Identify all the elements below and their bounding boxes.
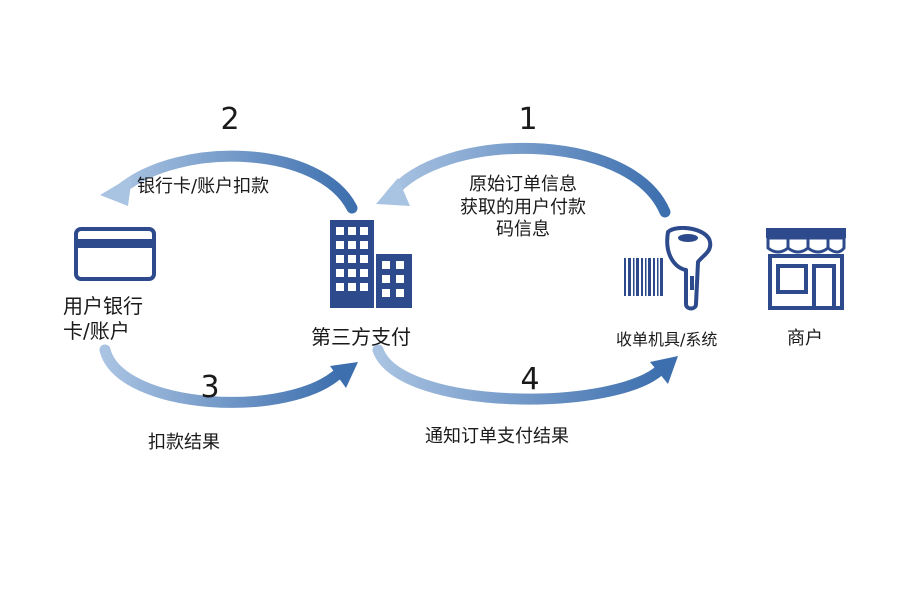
storefront-icon bbox=[766, 228, 846, 310]
step-1-text-line: 获取的用户付款 bbox=[460, 196, 586, 218]
step-2-text: 银行卡/账户扣款 bbox=[137, 176, 270, 197]
barcode-scanner-icon bbox=[665, 226, 713, 311]
third-party-payment-label: 第三方支付 bbox=[311, 325, 411, 349]
user-account-label-line: 用户银行 bbox=[63, 294, 143, 318]
step-number-3: 3 bbox=[200, 370, 220, 405]
step-1-text-line: 码信息 bbox=[496, 219, 550, 240]
barcode-icon bbox=[624, 258, 663, 296]
step-number-2: 2 bbox=[220, 102, 240, 137]
arrow-step-4 bbox=[372, 344, 678, 405]
user-account-label: 用户银行 卡/账户 bbox=[63, 294, 143, 344]
step-number-1: 1 bbox=[518, 102, 538, 137]
step-1-text: 原始订单信息 获取的用户付款 码信息 bbox=[460, 174, 586, 242]
office-building-icon bbox=[330, 220, 412, 308]
arrowhead bbox=[100, 176, 132, 206]
step-4-text: 通知订单支付结果 bbox=[425, 426, 569, 447]
merchant-label: 商户 bbox=[787, 328, 823, 349]
arrow-step-3 bbox=[99, 344, 358, 408]
step-number-4: 4 bbox=[520, 362, 540, 397]
arrowhead bbox=[650, 356, 678, 384]
user-account-label-line: 卡/账户 bbox=[63, 319, 130, 343]
arrow-step-2 bbox=[100, 150, 358, 214]
arrowhead bbox=[330, 362, 358, 388]
arrow-step-1 bbox=[376, 142, 671, 218]
bank-card-icon bbox=[74, 227, 156, 281]
pos-system-label: 收单机具/系统 bbox=[616, 330, 718, 349]
step-1-text-line: 原始订单信息 bbox=[469, 174, 577, 195]
arrowhead bbox=[376, 178, 410, 206]
step-3-text: 扣款结果 bbox=[148, 432, 220, 453]
